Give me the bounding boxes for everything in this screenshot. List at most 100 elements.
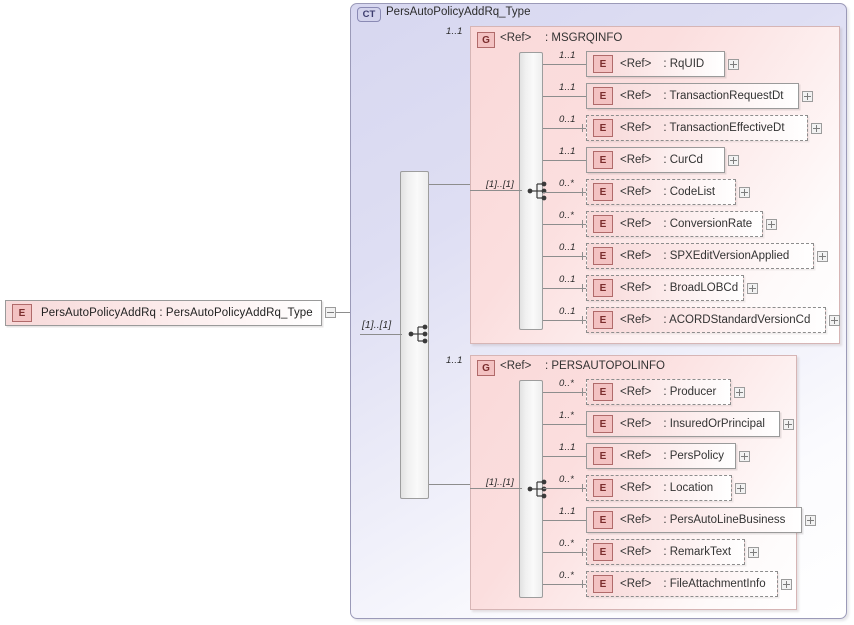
element-badge-icon: E xyxy=(593,119,613,137)
sequence-icon xyxy=(527,180,549,202)
element-name-label: : ConversionRate xyxy=(663,218,753,230)
element-badge-icon: E xyxy=(593,247,613,265)
element-box[interactable]: E<Ref>: CodeList xyxy=(586,179,736,205)
plus-expander-icon[interactable] xyxy=(728,59,739,70)
element-badge-icon: E xyxy=(593,447,613,465)
plus-expander-icon[interactable] xyxy=(739,187,750,198)
plus-expander-icon[interactable] xyxy=(805,515,816,526)
plus-expander-icon[interactable] xyxy=(728,155,739,166)
plus-expander-icon[interactable] xyxy=(734,387,745,398)
connector-tick xyxy=(582,484,583,492)
minus-expander-icon[interactable] xyxy=(325,307,336,318)
element-badge-icon: E xyxy=(593,279,613,297)
group-occurrence-label: 1..1 xyxy=(446,355,463,366)
element-box[interactable]: E<Ref>: TransactionEffectiveDt xyxy=(586,115,808,141)
root-occurrence-label: [1]..[1] xyxy=(362,320,392,331)
connector-line xyxy=(360,334,402,335)
group-ref-label: <Ref> xyxy=(500,32,532,44)
plus-expander-icon[interactable] xyxy=(735,483,746,494)
element-box[interactable]: E<Ref>: PersPolicy xyxy=(586,443,736,469)
plus-expander-icon[interactable] xyxy=(783,419,794,430)
element-box[interactable]: E<Ref>: PersAutoLineBusiness xyxy=(586,507,802,533)
element-box[interactable]: E<Ref>: InsuredOrPrincipal xyxy=(586,411,780,437)
element-ref-label: <Ref> xyxy=(620,218,652,230)
element-occurrence-label: 1..1 xyxy=(559,442,576,453)
element-box[interactable]: E<Ref>: Location xyxy=(586,475,732,501)
complextype-title: PersAutoPolicyAddRq_Type xyxy=(386,6,531,18)
element-name-label: : TransactionRequestDt xyxy=(663,90,784,102)
group-badge-icon: G xyxy=(477,360,495,376)
element-name-label: : CodeList xyxy=(663,186,716,198)
element-occurrence-label: 1..1 xyxy=(559,82,576,93)
element-ref-label: <Ref> xyxy=(620,482,652,494)
connector-line xyxy=(543,128,586,129)
connector-line xyxy=(543,552,586,553)
connector-line xyxy=(543,584,586,585)
element-badge-icon: E xyxy=(593,151,613,169)
plus-expander-icon[interactable] xyxy=(739,451,750,462)
element-badge-icon: E xyxy=(593,55,613,73)
element-box[interactable]: E<Ref>: TransactionRequestDt xyxy=(586,83,799,109)
element-box[interactable]: E<Ref>: RemarkText xyxy=(586,539,745,565)
connector-tick xyxy=(582,188,583,196)
group-inner-occurrence-label: [1]..[1] xyxy=(486,179,515,190)
element-occurrence-label: 0..* xyxy=(559,474,575,485)
connector-tick xyxy=(582,252,583,260)
element-name-label: : ACORDStandardVersionCd xyxy=(663,314,811,326)
connector-line xyxy=(543,256,586,257)
plus-expander-icon[interactable] xyxy=(781,579,792,590)
connector-line xyxy=(543,424,586,425)
element-occurrence-label: 1..* xyxy=(559,410,575,421)
element-occurrence-label: 0..* xyxy=(559,178,575,189)
plus-expander-icon[interactable] xyxy=(829,315,840,326)
element-box[interactable]: E<Ref>: ACORDStandardVersionCd xyxy=(586,307,826,333)
element-ref-label: <Ref> xyxy=(620,186,652,198)
element-name-label: : Location xyxy=(663,482,714,494)
element-ref-label: <Ref> xyxy=(620,578,652,590)
plus-expander-icon[interactable] xyxy=(747,283,758,294)
element-ref-label: <Ref> xyxy=(620,314,652,326)
element-badge-icon: E xyxy=(593,215,613,233)
element-occurrence-label: 1..1 xyxy=(559,506,576,517)
complextype-badge-icon: CT xyxy=(357,7,381,22)
element-box[interactable]: E <Ref> : ConversionRate xyxy=(586,211,763,237)
element-badge-icon: E xyxy=(593,87,613,105)
element-ref-label: <Ref> xyxy=(620,418,652,430)
connector-line xyxy=(543,192,586,193)
element-ref-label: <Ref> xyxy=(620,386,652,398)
group-ref-label: <Ref> xyxy=(500,360,532,372)
element-name-label: : FileAttachmentInfo xyxy=(663,578,766,590)
plus-expander-icon[interactable] xyxy=(817,251,828,262)
connector-tick xyxy=(582,316,583,324)
connector-line xyxy=(543,64,586,65)
root-element-label: PersAutoPolicyAddRq : PersAutoPolicyAddR… xyxy=(41,307,313,319)
element-box[interactable]: E<Ref>: SPXEditVersionApplied xyxy=(586,243,814,269)
element-name-label: : Producer xyxy=(663,386,717,398)
root-element-box[interactable]: E PersAutoPolicyAddRq : PersAutoPolicyAd… xyxy=(5,300,322,326)
element-box[interactable]: E<Ref>: CurCd xyxy=(586,147,725,173)
connector-line xyxy=(543,320,586,321)
connector-tick xyxy=(582,580,583,588)
connector-tick xyxy=(582,548,583,556)
group-occurrence-label: 1..1 xyxy=(446,26,463,37)
element-name-label: : TransactionEffectiveDt xyxy=(663,122,785,134)
connector-tick xyxy=(582,124,583,132)
element-occurrence-label: 0..1 xyxy=(559,242,576,253)
element-box[interactable]: E<Ref>: RqUID xyxy=(586,51,725,77)
plus-expander-icon[interactable] xyxy=(802,91,813,102)
plus-expander-icon[interactable] xyxy=(748,547,759,558)
element-badge-icon: E xyxy=(593,543,613,561)
element-box[interactable]: E<Ref>: BroadLOBCd xyxy=(586,275,744,301)
element-box[interactable]: E <Ref> : FileAttachmentInfo xyxy=(586,571,778,597)
element-badge-icon: E xyxy=(593,575,613,593)
element-name-label: : BroadLOBCd xyxy=(663,282,739,294)
plus-expander-icon[interactable] xyxy=(811,123,822,134)
element-occurrence-label: 0..* xyxy=(559,570,575,581)
connector-line xyxy=(543,224,586,225)
element-box[interactable]: E<Ref>: Producer xyxy=(586,379,731,405)
plus-expander-icon[interactable] xyxy=(766,219,777,230)
connector-line xyxy=(429,184,472,185)
connector-line xyxy=(336,312,360,313)
element-badge-icon: E xyxy=(593,415,613,433)
